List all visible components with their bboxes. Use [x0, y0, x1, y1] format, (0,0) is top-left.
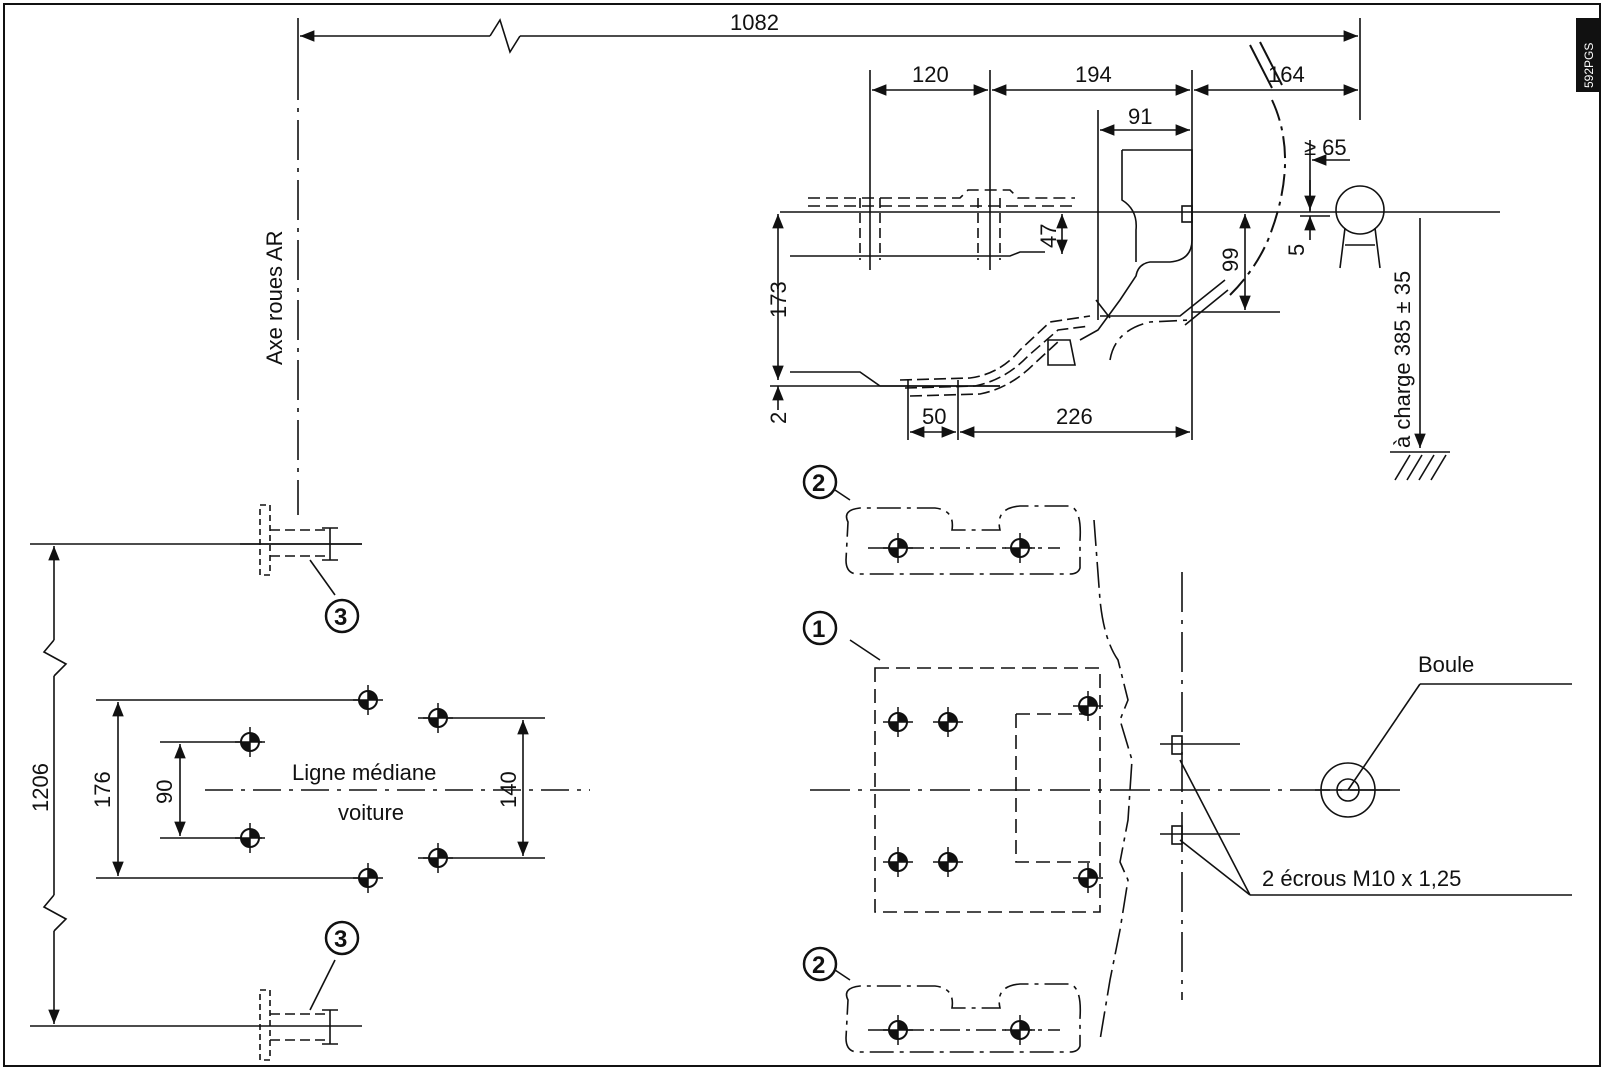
hole-marker	[882, 846, 914, 878]
load-height-label: à charge 385 ± 35	[1390, 271, 1415, 448]
dim-2-label: 2	[766, 412, 791, 424]
hole-marker	[352, 684, 384, 716]
callout-2-top-text: 2	[812, 470, 825, 497]
callout-3-top-text: 3	[334, 604, 347, 631]
callout-1-text: 1	[812, 616, 825, 643]
reference-tag-text: 592PGS	[1582, 43, 1596, 88]
hole-marker	[1004, 532, 1036, 564]
hole-marker	[1072, 690, 1104, 722]
hole-marker	[932, 846, 964, 878]
left-plan	[30, 504, 590, 1061]
right-plan	[810, 479, 1572, 1053]
hole-marker	[352, 862, 384, 894]
dim-164-label: 164	[1268, 62, 1305, 87]
hole-marker	[422, 702, 454, 734]
dim-47-label: 47	[1036, 224, 1061, 248]
dim-50-label: 50	[922, 404, 946, 429]
dim-5-label: 5	[1284, 244, 1309, 256]
dim-194-label: 194	[1075, 62, 1112, 87]
hole-marker	[234, 822, 266, 854]
dim-1206-label: 1206	[28, 763, 53, 812]
callout-2-top: 2	[802, 464, 838, 500]
callout-1: 1	[802, 610, 838, 646]
dim-120-label: 120	[912, 62, 949, 87]
hole-marker	[234, 726, 266, 758]
hole-marker	[882, 1014, 914, 1046]
centerline-label-line1: Ligne médiane	[292, 760, 436, 785]
dim-140-label: 140	[496, 771, 521, 808]
dim-226-label: 226	[1056, 404, 1093, 429]
hole-marker	[932, 706, 964, 738]
callout-2-bottom-text: 2	[812, 952, 825, 979]
reference-tag: 592PGS	[1576, 18, 1600, 92]
dimension-1082	[297, 18, 1361, 120]
hole-marker	[1004, 1014, 1036, 1046]
callout-3-top: 3	[324, 598, 360, 634]
callout-2-bottom: 2	[802, 946, 838, 982]
dim-65-label: ≥ 65	[1304, 135, 1347, 160]
dim-91-label: 91	[1128, 104, 1152, 129]
dim-1082-label: 1082	[730, 10, 779, 35]
dim-99-label: 99	[1218, 248, 1243, 272]
hole-marker	[882, 706, 914, 738]
dim-173-label: 173	[766, 281, 791, 318]
side-view	[770, 41, 1500, 481]
page-frame	[3, 3, 1601, 1067]
hole-marker	[882, 532, 914, 564]
dim-90-label: 90	[152, 780, 177, 804]
nuts-label: 2 écrous M10 x 1,25	[1262, 866, 1461, 891]
dim-176-label: 176	[90, 771, 115, 808]
rear-axle-label: Axe roues AR	[262, 230, 287, 365]
centerline-label-line2: voiture	[338, 800, 404, 825]
callout-3-bottom: 3	[324, 920, 360, 956]
ball-label: Boule	[1418, 652, 1474, 677]
hole-marker	[1072, 862, 1104, 894]
callout-3-bottom-text: 3	[334, 926, 347, 953]
hole-marker	[422, 842, 454, 874]
